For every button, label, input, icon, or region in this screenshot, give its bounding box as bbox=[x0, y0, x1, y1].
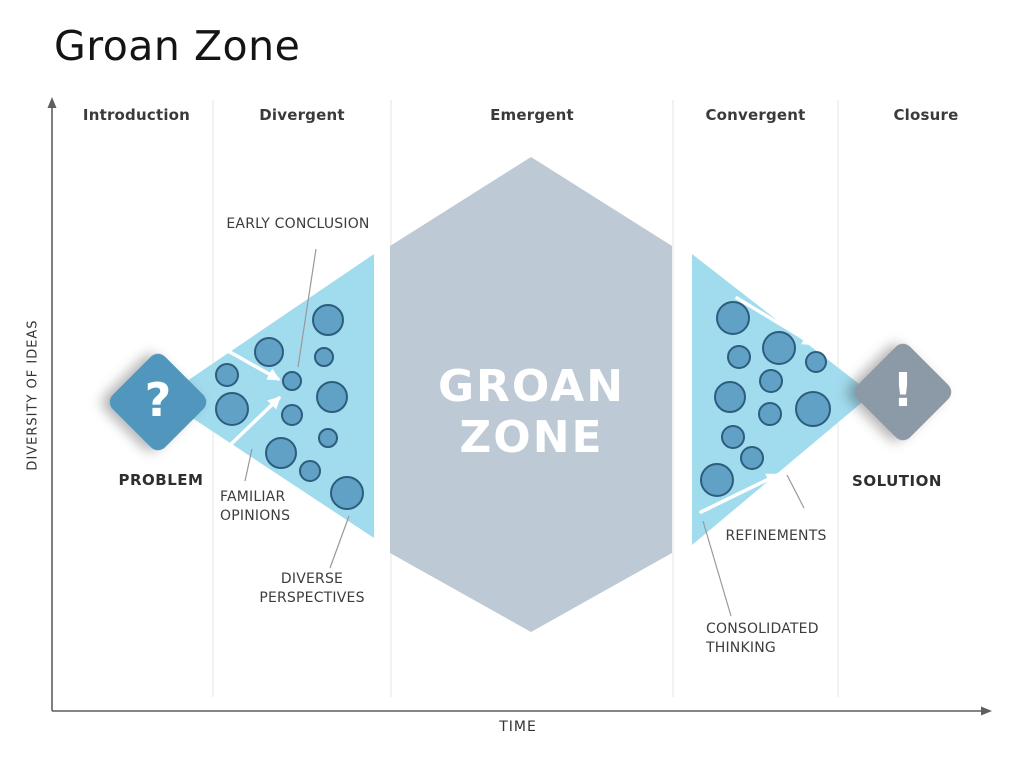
phase-header-divergent: Divergent bbox=[259, 106, 345, 124]
y-axis-label: DIVERSITY OF IDEAS bbox=[25, 319, 41, 471]
phase-header-convergent: Convergent bbox=[705, 106, 806, 124]
flow-arrow bbox=[219, 345, 281, 381]
problem-marker: ? bbox=[105, 349, 211, 455]
groan-zone-hexagon bbox=[390, 157, 672, 632]
problem-label: PROBLEM bbox=[118, 471, 204, 489]
flow-arrow bbox=[224, 396, 281, 451]
solution-label: SOLUTION bbox=[852, 472, 942, 490]
phase-header-emergent: Emergent bbox=[490, 106, 574, 124]
idea-bubble bbox=[805, 351, 827, 373]
idea-bubble bbox=[314, 347, 334, 367]
question-mark-icon: ? bbox=[144, 373, 172, 427]
idea-bubble bbox=[758, 402, 782, 426]
label-diverse-perspectives: DIVERSE PERSPECTIVES bbox=[259, 571, 365, 606]
convergent-flow-arrows bbox=[699, 296, 816, 514]
convergent-idea-bubbles bbox=[700, 301, 831, 497]
idea-bubble bbox=[265, 437, 297, 469]
axes bbox=[47, 97, 992, 716]
connector-line bbox=[786, 474, 805, 509]
label-early-conclusion: EARLY CONCLUSION bbox=[226, 216, 370, 232]
idea-bubble bbox=[215, 392, 249, 426]
label-familiar-opinions: FAMILIAR OPINIONS bbox=[220, 489, 291, 524]
connector-line bbox=[329, 515, 350, 569]
x-axis-label: TIME bbox=[499, 719, 537, 735]
idea-bubble bbox=[282, 371, 302, 391]
idea-bubble bbox=[762, 331, 796, 365]
idea-bubble bbox=[318, 428, 338, 448]
idea-bubble bbox=[721, 425, 745, 449]
idea-bubble bbox=[700, 463, 734, 497]
y-axis-arrowhead bbox=[47, 97, 57, 108]
idea-bubble bbox=[299, 460, 321, 482]
flow-arrow bbox=[735, 296, 816, 346]
idea-bubble bbox=[312, 304, 344, 336]
annotation-connectors bbox=[244, 248, 805, 617]
idea-bubble bbox=[727, 345, 751, 369]
divergent-idea-bubbles bbox=[215, 304, 364, 510]
connector-line bbox=[702, 520, 732, 617]
idea-bubble bbox=[215, 363, 239, 387]
exclamation-mark-icon: ! bbox=[892, 363, 914, 417]
page-title: Groan Zone bbox=[54, 22, 301, 70]
label-refinements: REFINEMENTS bbox=[725, 528, 827, 544]
idea-bubble bbox=[330, 476, 364, 510]
flow-arrow bbox=[699, 473, 780, 514]
idea-bubble bbox=[254, 337, 284, 367]
idea-bubble bbox=[316, 381, 348, 413]
idea-bubble bbox=[716, 301, 750, 335]
x-axis-arrowhead bbox=[981, 706, 992, 716]
groan-zone-caption: GROAN ZONE bbox=[437, 361, 626, 463]
label-consolidated-thinking: CONSOLIDATED THINKING bbox=[706, 621, 819, 656]
idea-bubble bbox=[795, 391, 831, 427]
idea-bubble bbox=[759, 369, 783, 393]
idea-bubble bbox=[281, 404, 303, 426]
connector-line bbox=[297, 248, 317, 368]
idea-bubble bbox=[714, 381, 746, 413]
phase-header-closure: Closure bbox=[893, 106, 959, 124]
connector-line bbox=[244, 448, 253, 482]
divergent-flow-arrows bbox=[219, 345, 281, 451]
idea-bubble bbox=[740, 446, 764, 470]
phase-header-introduction: Introduction bbox=[82, 106, 191, 124]
solution-marker: ! bbox=[850, 339, 956, 445]
